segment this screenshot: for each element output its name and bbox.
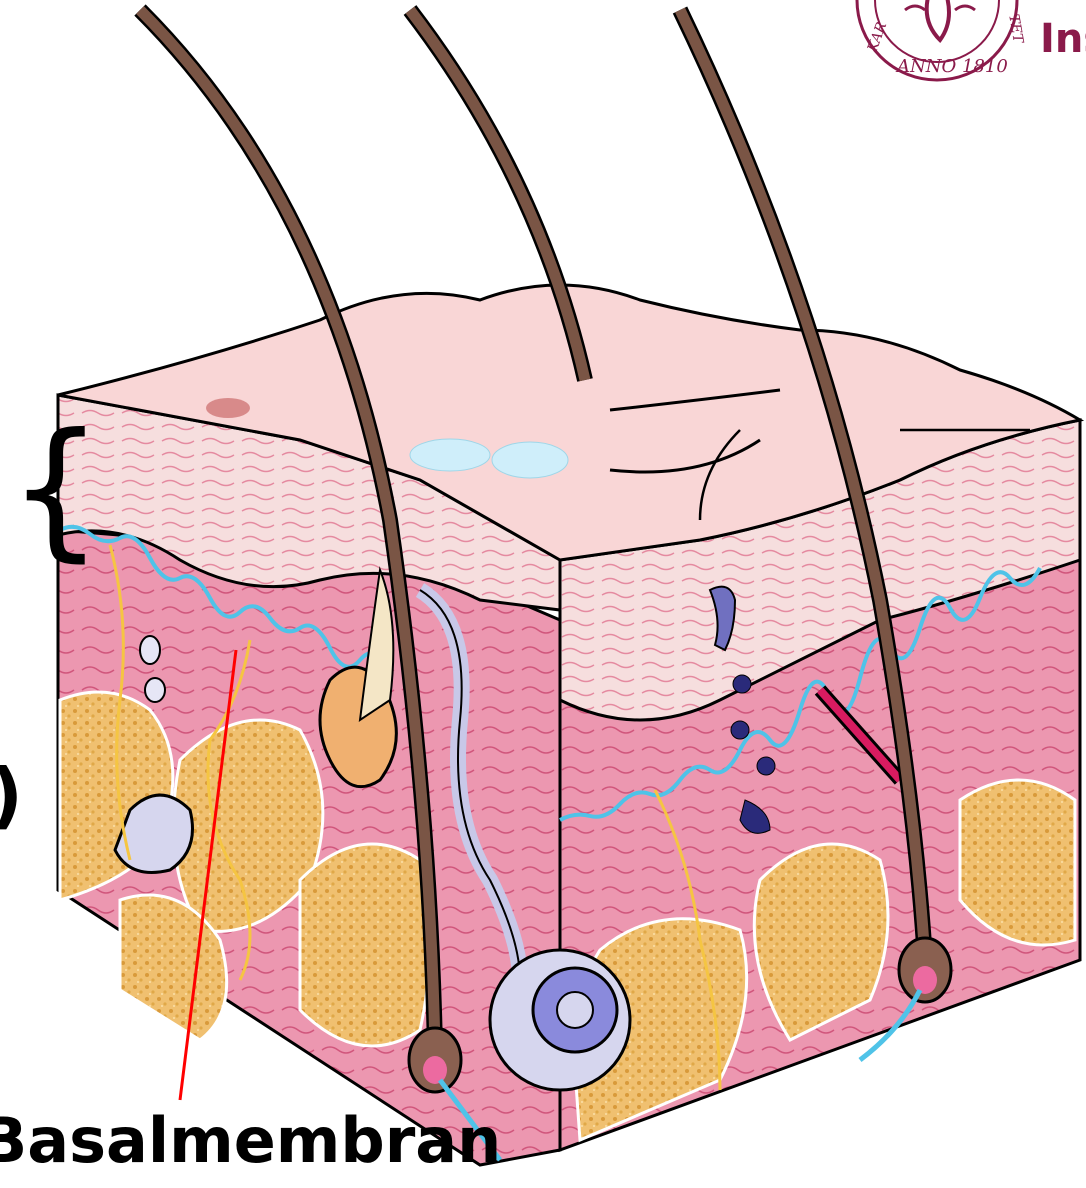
seal-letters-right: TET	[1005, 13, 1026, 46]
surface-droplet	[492, 442, 568, 478]
seal-text: ANNO 1810	[895, 56, 1008, 77]
university-seal-logo: ANNO 1810 KAR TET	[857, 0, 1026, 80]
basalmembran-label: Basalmembran	[0, 1104, 501, 1177]
paren-fragment: )	[0, 753, 23, 837]
surface-pore	[206, 398, 250, 418]
sweat-gland-coil	[490, 950, 630, 1090]
epidermis-brace: {	[8, 402, 103, 576]
logo-wordmark: Ins	[1040, 16, 1086, 62]
surface-droplet	[410, 439, 490, 471]
